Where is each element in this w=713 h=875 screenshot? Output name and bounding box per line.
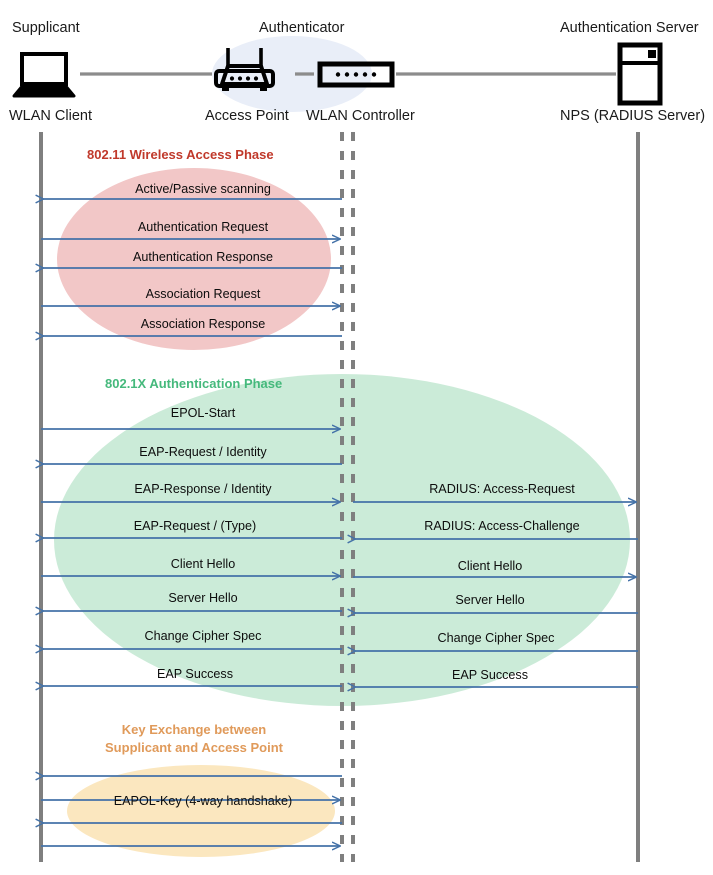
actor-role-supplicant: Supplicant [12,20,80,36]
phase-keyexchange-region [67,765,335,857]
phase-label-80211: 802.11 Wireless Access Phase [87,147,274,162]
msg-label: Association Request [145,287,261,301]
phase-label-8021x: 802.1X Authentication Phase [105,376,283,391]
laptop-icon [12,52,76,98]
msg-label: Server Hello [168,591,238,605]
msg-label: Authentication Request [137,220,269,234]
msg-label: EPOL-Start [170,406,236,420]
phase-80211-region [57,168,331,350]
authenticator-highlight [212,36,372,112]
msg-label: Client Hello [170,557,236,571]
msg-label: Active/Passive scanning [135,182,271,196]
msg-label-right: RADIUS: Access-Request [429,482,575,496]
msg-label: Association Response [140,317,266,331]
msg-label: Authentication Response [132,250,274,264]
actor-role-authenticator: Authenticator [259,20,345,36]
msg-label: EAP-Response / Identity [134,482,272,496]
actor-name-access-point: Access Point [205,108,289,124]
msg-label-right: RADIUS: Access-Challenge [424,519,580,533]
msg-label-right: Change Cipher Spec [437,631,555,645]
msg-label-right: Client Hello [457,559,523,573]
phase-label-keyexchange-line2: Supplicant and Access Point [105,740,283,755]
msg-label: EAP-Request / Identity [139,445,267,459]
server-tower-icon [617,42,663,106]
msg-label-right: EAP Success [451,668,529,682]
actor-name-nps-radius: NPS (RADIUS Server) [560,108,706,124]
phase-label-keyexchange-line1: Key Exchange between [121,722,267,737]
wireless-router-icon [214,48,275,91]
msg-label: EAP Success [156,667,234,681]
msg-label: EAP-Request / (Type) [133,519,257,533]
actor-role-auth-server: Authentication Server [560,20,699,36]
msg-label-eapol-key: EAPOL-Key (4-way handshake) [113,794,293,808]
msg-label: Change Cipher Spec [144,629,262,643]
msg-label-right: Server Hello [455,593,525,607]
actor-name-wlan-client: WLAN Client [9,108,92,124]
network-switch-icon [317,61,395,88]
actor-name-wlan-controller: WLAN Controller [306,108,415,124]
